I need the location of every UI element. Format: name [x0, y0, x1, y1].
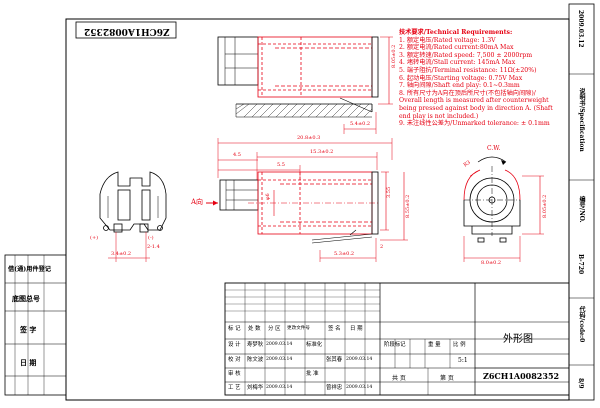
dim-8-55: 8.55±0.2: [405, 194, 411, 218]
tb-r4d: 曾祥忠: [326, 385, 343, 391]
tb-h-count: 处 数: [248, 326, 261, 332]
strip-code: 代码/code:0: [578, 306, 585, 343]
tb-h-mark: 标 记: [228, 326, 241, 332]
left-panel-r3: 签 字: [20, 325, 37, 334]
rotation-label: C.W.: [487, 145, 501, 152]
tb-r3c: 批 准: [306, 371, 319, 377]
tb-r4a: 工 艺: [228, 385, 241, 391]
left-panel-r4: 日 期: [20, 358, 37, 367]
front-view: [217, 138, 408, 262]
requirement-item: 9. 未注线性公差为/Unmarked tolerance: ± 0.1mm: [399, 120, 550, 128]
dim-8-0: 8.0±0.2: [481, 260, 502, 266]
tb-h-sign: 签 名: [328, 326, 341, 332]
dim-5-3: 5.3±0.2: [334, 251, 355, 257]
requirement-item: 7. 轴向间隙/Shaft end play: 0.1~0.3mm: [399, 82, 520, 90]
tb-scale-val: 5:1: [458, 357, 468, 364]
dim-5-5: 5.5: [277, 162, 285, 168]
strip-no-value: B-720: [577, 254, 584, 275]
tb-r1b: 寿梦秋: [247, 342, 264, 348]
terminal-positive: (+): [90, 235, 99, 241]
tb-r3a: 审 核: [228, 371, 241, 377]
strip-page: 8/9: [577, 378, 584, 389]
left-panel-r2: 底图总号: [12, 294, 40, 303]
drawing-number-top: Z6CH1A0082352: [84, 26, 170, 36]
strip-spec: 说明书/Specification: [578, 88, 585, 152]
requirements-heading: 技术要求/Technical Requirements:: [399, 29, 513, 36]
tb-sheet-no: 第 页: [440, 375, 454, 382]
tb-sheets: 共 页: [392, 375, 406, 382]
tb-r4b: 刘梅华: [247, 385, 264, 391]
dim-2: 2: [380, 244, 384, 250]
tb-h-change: 更改文件号: [287, 326, 310, 331]
dim-top-length: 5.4±0.2: [350, 121, 371, 127]
strip-no-label: 编号/NO.: [578, 196, 585, 223]
requirement-item: 5. 端子阻抗/Terminal resistance: 11Ω(±20%): [399, 66, 537, 74]
requirement-item: 2. 额定电流/Rated current:80mA Max: [399, 44, 514, 52]
tb-r1c: 2009.03.14: [266, 342, 293, 347]
requirement-item: 4. 堵转电流/Stall current: 145mA Max: [399, 59, 516, 67]
requirement-item: 3. 额定转速/Rated speed: 7,500 ± 2000rpm: [399, 51, 533, 59]
tb-r4e: 2009.03.14: [346, 385, 373, 390]
end-view-right: [463, 156, 544, 262]
dim-pin-3-4: 3.4±0.2: [111, 251, 132, 257]
dim-top-height: 8.05±0.2: [391, 44, 397, 68]
drawing-title: 外形图: [503, 334, 533, 345]
requirement-item: 6. 起动电压/Starting voltage: 0.75V Max: [399, 74, 523, 82]
direction-label: A向: [191, 198, 204, 206]
dim-phi-6: φ6: [265, 193, 271, 200]
tb-r2d: 张其春: [326, 357, 343, 363]
strip-date: 2009.03.12: [577, 10, 584, 48]
requirement-item: 8. 所有尺寸为A向在顶后所尺寸(不包括轴向间隙)/ Overall lengt…: [399, 89, 553, 120]
part-number: Z6CH1A0082352: [483, 371, 560, 381]
tb-h-date: 日 期: [350, 326, 363, 332]
technical-requirements: 技术要求/Technical Requirements: 1. 额定电压/Rat…: [399, 29, 557, 128]
requirement-item: 1. 额定电压/Rated voltage: 1.3V: [399, 36, 496, 44]
tb-r1d: 标准化: [306, 342, 323, 348]
dim-8-05-right: 8.05±0.2: [542, 194, 548, 218]
dim-3-55: 3.55: [386, 186, 392, 198]
tb-stage: 阶段标记: [384, 342, 406, 348]
tb-r2c: 2009.03.14: [266, 357, 293, 362]
end-view-left: [99, 171, 167, 262]
title-block: [224, 282, 570, 396]
tb-r2e: 2009.03.14: [346, 357, 373, 362]
tb-r2b: 陈文波: [247, 357, 264, 363]
tb-scale: 比 例: [453, 342, 466, 348]
dim-pin-2-14: 2-1.4: [147, 244, 160, 250]
dim-15-3: 15.3±0.2: [310, 149, 334, 155]
tb-h-zone: 分 区: [268, 326, 281, 332]
tb-r2a: 校 对: [228, 357, 241, 363]
top-view: [217, 36, 393, 134]
tb-weight: 重 量: [428, 342, 441, 348]
tb-r1a: 设 计: [228, 342, 241, 348]
left-panel-r1: 借(通)用件登记: [8, 266, 51, 273]
tb-r4c: 2009.03.14: [266, 385, 293, 390]
dim-overall-length: 20.8±0.3: [297, 135, 321, 141]
dim-4-5: 4.5: [233, 152, 241, 158]
terminal-negative: (-): [148, 235, 154, 241]
